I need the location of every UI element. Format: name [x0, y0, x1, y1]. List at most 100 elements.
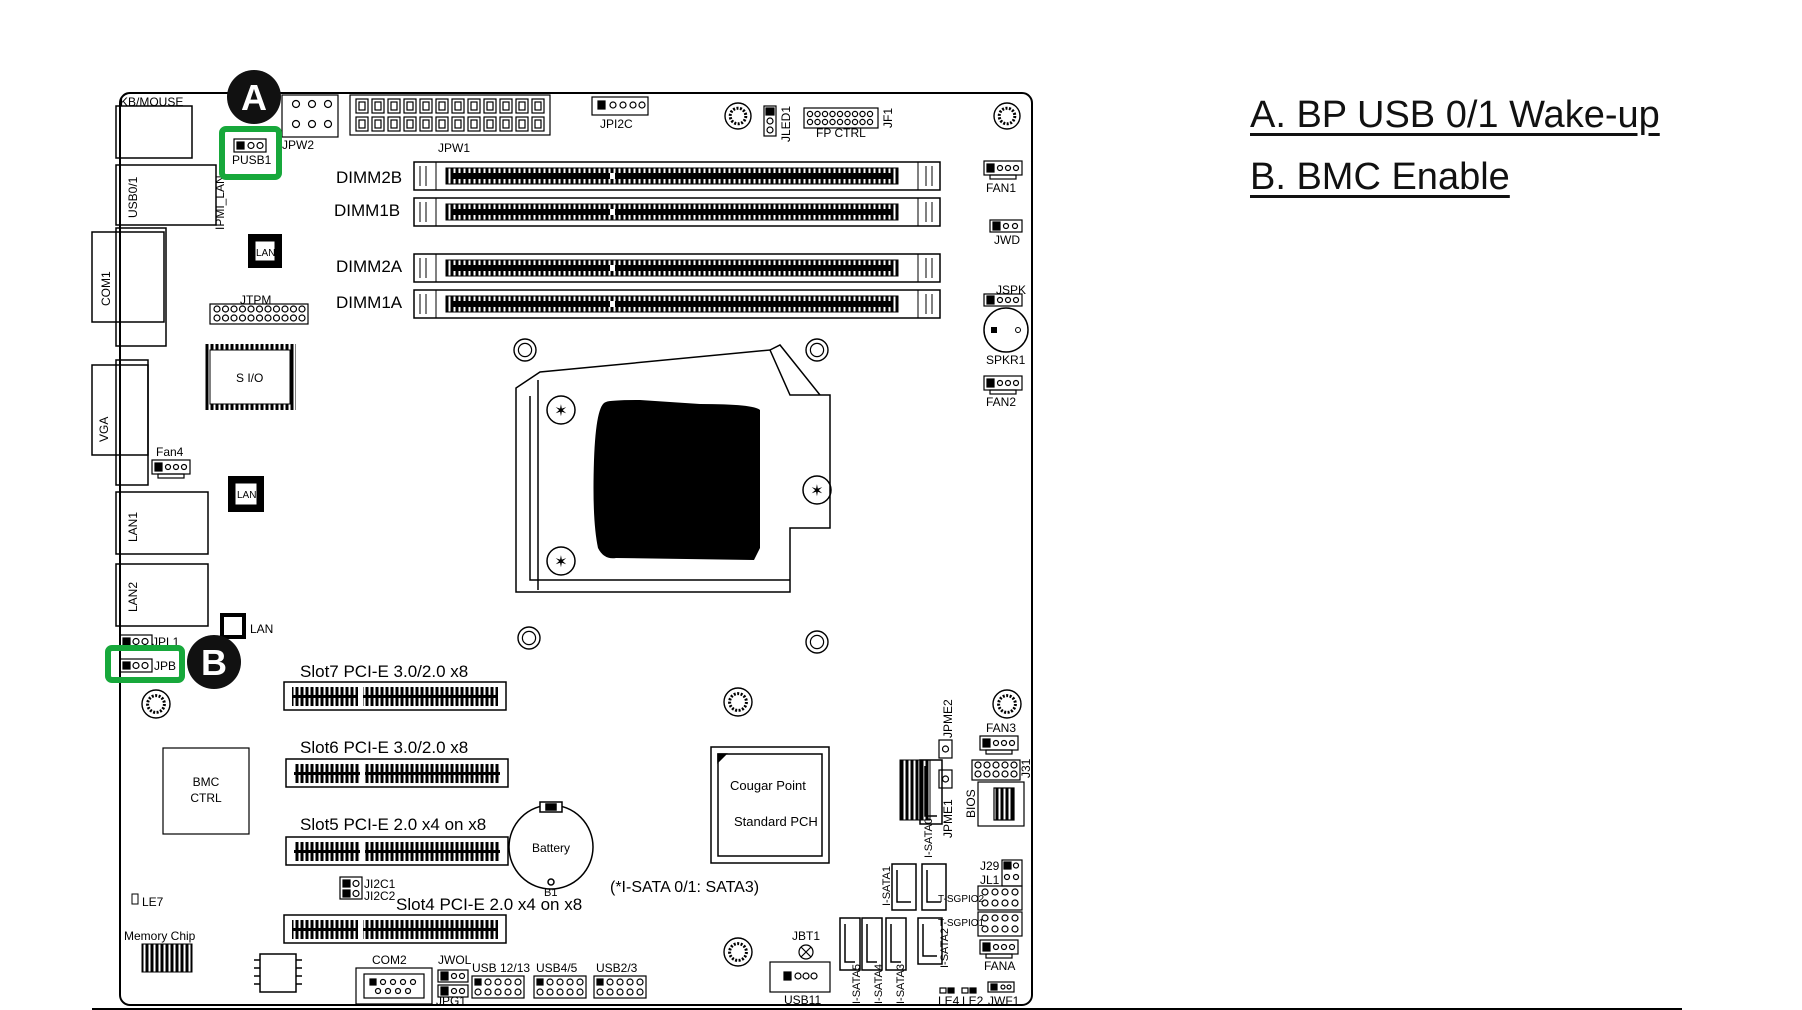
jspk-header: [983, 293, 1023, 307]
highlight-pusb1: [219, 126, 282, 180]
label-usb1213: USB 12/13: [472, 961, 530, 975]
port-lan1: LAN1: [126, 512, 140, 542]
jpi2c-header: [591, 96, 649, 116]
com2-header: [355, 967, 433, 1005]
highlight-jpb: [105, 645, 185, 683]
label-jpg1: JPG1: [436, 994, 466, 1008]
label-jpw1: JPW1: [438, 141, 470, 155]
memory-chip: [141, 943, 193, 973]
jpw1-atx-connector: [349, 94, 551, 136]
jwol-jpg1-headers: [437, 969, 469, 998]
label-fan2: FAN2: [986, 395, 1016, 409]
label-le4: LE4: [938, 994, 960, 1008]
label-jpw2: JPW2: [282, 138, 314, 152]
label-fan4: Fan4: [156, 445, 184, 459]
bios-chip: [977, 781, 1025, 827]
fan2-header: [983, 375, 1023, 395]
fana-header: [979, 939, 1019, 959]
label-le7: LE7: [142, 895, 164, 909]
label-bios: BIOS: [964, 789, 978, 818]
bottom-rule: [92, 1008, 1682, 1010]
label-ji2c2: JI2C2: [364, 889, 396, 903]
svg-text:✶: ✶: [554, 552, 567, 571]
label-j29: J29: [980, 859, 1000, 873]
ji2c-headers: [339, 876, 363, 900]
cpu-socket: [515, 344, 831, 593]
legend-item-a: A. BP USB 0/1 Wake-up: [1250, 94, 1660, 136]
fan1-header: [983, 160, 1023, 180]
label-memory-chip: Memory Chip: [124, 929, 196, 943]
label-jwol: JWOL: [438, 953, 472, 967]
label-jl1: JL1: [980, 873, 1000, 887]
label-j31: J31: [1019, 758, 1033, 778]
label-usb23: USB2/3: [596, 961, 638, 975]
label-usb45: USB4/5: [536, 961, 578, 975]
label-standard-pch: Standard PCH: [734, 814, 818, 829]
label-isata5: I-SATA5: [851, 964, 863, 1004]
jwf1-header: [987, 981, 1015, 993]
sata-note: (*I-SATA 0/1: SATA3): [610, 879, 759, 896]
label-jpme1: JPME1: [941, 799, 955, 838]
label-jwf1: JWF1: [988, 994, 1020, 1008]
super-io-chip: [204, 344, 296, 410]
legend-item-b: B. BMC Enable: [1250, 156, 1510, 198]
fan3-header: [979, 735, 1019, 755]
label-tsgpio1: T-SGPIO1: [938, 918, 985, 929]
jbt1-jumper: [798, 944, 814, 960]
port-ipmi-lan: IPMI_LAN: [213, 175, 227, 230]
lan-chip-3: [220, 613, 246, 639]
svg-text:✶: ✶: [554, 401, 567, 420]
label-slot7: Slot7 PCI-E 3.0/2.0 x8: [300, 662, 468, 681]
label-bmc: BMC: [193, 775, 220, 789]
label-lan-chip-1: LAN: [256, 248, 275, 259]
pusb1-header: [233, 138, 267, 153]
label-jbt1: JBT1: [792, 929, 820, 943]
jled1-header: [763, 105, 777, 137]
jtpm-header: [209, 303, 309, 325]
led-le4-le2: [939, 987, 977, 994]
dip-chip: [254, 953, 302, 993]
label-tsgpio2: T-SGPIO2: [938, 894, 985, 905]
bmc-ctrl-chip: [162, 747, 250, 835]
label-lan-chip-3: LAN: [250, 622, 273, 636]
port-kbmouse: KB/MOUSE: [120, 95, 183, 109]
label-fan3: FAN3: [986, 721, 1016, 735]
fp-ctrl-header: [803, 107, 879, 129]
label-sio: S I/O: [236, 371, 263, 385]
label-spkr1: SPKR1: [986, 353, 1026, 367]
j29-jl1-headers: [1001, 859, 1023, 887]
jpw2-connector: [281, 94, 339, 138]
label-slot5: Slot5 PCI-E 2.0 x4 on x8: [300, 815, 486, 834]
label-jpme2: JPME2: [941, 699, 955, 738]
lan-chip-1: [248, 234, 282, 268]
battery: [508, 801, 594, 890]
label-usb11: USB11: [784, 993, 821, 1007]
label-fan1: FAN1: [986, 181, 1016, 195]
dimm-slots: [413, 161, 941, 319]
label-dimm1b: DIMM1B: [334, 201, 400, 220]
label-isata2: I-SATA2: [939, 928, 951, 968]
svg-text:✶: ✶: [810, 481, 823, 500]
label-slot4: Slot4 PCI-E 2.0 x4 on x8: [396, 895, 582, 914]
label-isata0: I-SATA0: [923, 818, 935, 858]
lan-chip-2: [228, 476, 264, 512]
sata-ports: [839, 759, 947, 971]
label-fana: FANA: [984, 959, 1015, 973]
pcie-slots: [283, 681, 509, 944]
board-outline: [119, 92, 1033, 1006]
tsgpio-headers: [977, 885, 1023, 937]
label-jpi2c: JPI2C: [600, 117, 633, 131]
label-jpb: JPB: [154, 659, 176, 673]
label-cougar-point: Cougar Point: [730, 778, 806, 793]
port-usb01: USB0/1: [126, 176, 140, 218]
le7-led: [131, 893, 139, 905]
usb11-port: [769, 961, 831, 993]
label-pusb1: PUSB1: [232, 153, 272, 167]
mounting-holes: [141, 102, 1022, 967]
jpb-header: [119, 658, 153, 673]
svg-text:A: A: [241, 77, 267, 118]
label-isata3: I-SATA3: [895, 964, 907, 1004]
callout-a: A: [227, 70, 281, 124]
jpme1-header: [938, 769, 953, 789]
